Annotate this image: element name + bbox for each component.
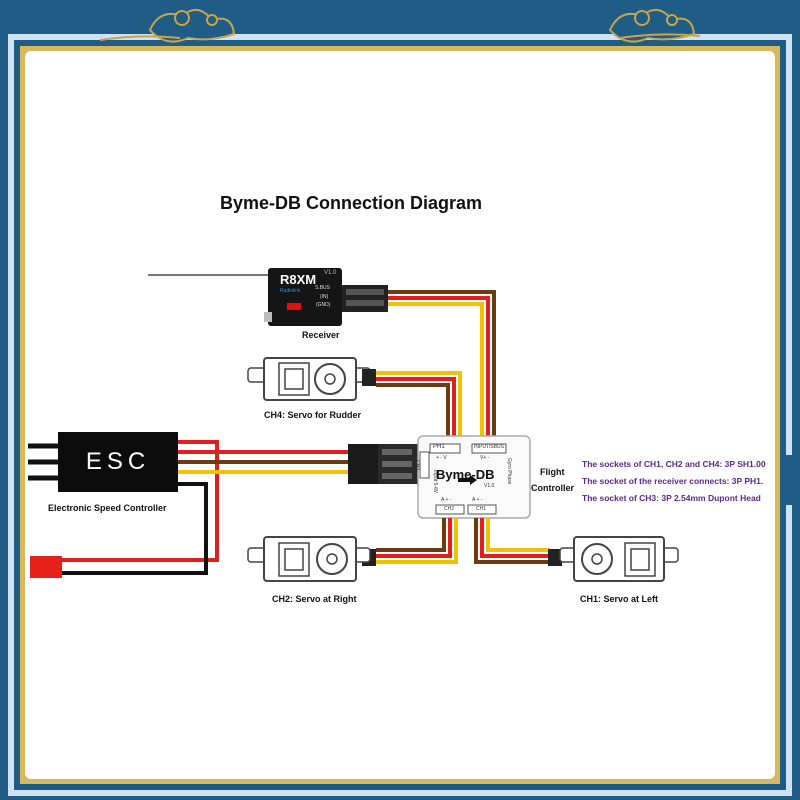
- ch1-servo-caption: CH1: Servo at Left: [580, 594, 659, 604]
- receiver-pin-3: (GND): [316, 302, 331, 308]
- fc-port-ch3: CH3: [414, 460, 420, 471]
- fc-caption-line2: Controller: [531, 483, 575, 493]
- fc-ch2-pins: A + -: [441, 497, 452, 503]
- receiver-pin-1: S.BUS: [315, 285, 331, 291]
- servo-ch2: [247, 536, 371, 582]
- fc-port-ph1: PH1: [433, 444, 445, 450]
- wire-yellow: [388, 302, 484, 440]
- receiver-pin-2: (IN): [320, 294, 329, 300]
- esc-body: [58, 432, 178, 492]
- servo-ch4: [247, 357, 371, 401]
- fc-version: V1.0: [484, 483, 495, 489]
- receiver-model: R8XM: [280, 272, 317, 287]
- receiver-version: V1.0: [324, 270, 337, 276]
- cloud-ornament-right-icon: [608, 9, 701, 43]
- wire-brown: [388, 290, 496, 440]
- fc-caption-line1: Flight: [540, 467, 565, 477]
- ch2-servo-caption: CH2: Servo at Right: [272, 594, 357, 604]
- frame-edge-mask-outer: [780, 455, 800, 505]
- fc-top-pins-right: V+ -: [480, 455, 490, 461]
- esc-label: ESC: [85, 448, 151, 475]
- fc-name: Byme-DB: [436, 467, 495, 482]
- ch4-servo-caption: CH4: Servo for Rudder: [264, 410, 362, 420]
- fc-gyro-phase: Gyro Phase: [506, 458, 512, 485]
- receiver-body: [268, 268, 342, 326]
- battery-connector: [30, 556, 62, 578]
- servo-ch1: [559, 536, 679, 582]
- receiver-caption: Receiver: [302, 330, 340, 340]
- receiver-brand: Radiolink: [280, 288, 301, 294]
- fc-top-pins-left: + - V: [436, 455, 447, 461]
- esc-caption: Electronic Speed Controller: [48, 503, 167, 513]
- note-sockets-ch1-ch2-ch4: The sockets of CH1, CH2 and CH4: 3P SH1.…: [582, 459, 766, 469]
- fc-ch1-pins: A + -: [472, 497, 483, 503]
- cloud-ornament-left-icon: [99, 9, 236, 43]
- wire-red: [388, 296, 490, 440]
- dupont-connector: [348, 444, 380, 484]
- fc-port-ch1: CH1: [476, 506, 487, 512]
- fc-port-sbus: INPUT/SBUS: [474, 444, 505, 450]
- note-socket-ch3: The socket of CH3: 3P 2.54mm Dupont Head: [582, 493, 761, 503]
- diagram-title: Byme-DB Connection Diagram: [219, 193, 483, 213]
- note-socket-receiver: The socket of the receiver connects: 3P …: [582, 476, 764, 486]
- fc-port-ch2: CH2: [444, 506, 455, 512]
